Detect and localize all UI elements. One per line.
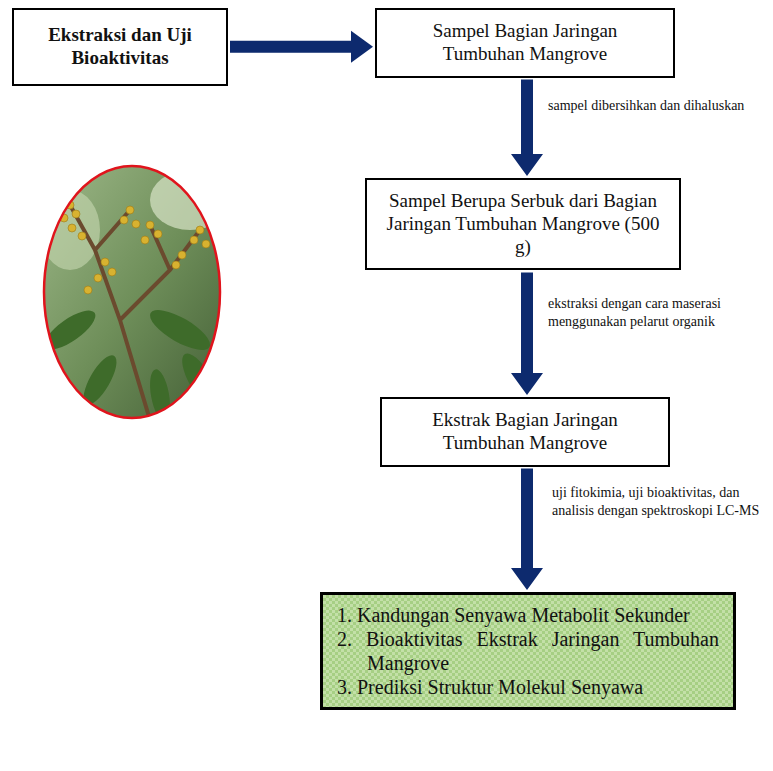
start-box: Ekstraksi dan Uji Bioaktivitas <box>12 8 228 86</box>
edge-label: sampel dibersihkan dan dihaluskan <box>548 97 768 115</box>
process-box: Sampel Berupa Serbuk dari Bagian Jaringa… <box>365 178 681 270</box>
process-box: Ekstrak Bagian Jaringan Tumbuhan Mangrov… <box>380 397 670 467</box>
edge-label: ekstraksi dengan cara maserasi menggunak… <box>548 295 763 331</box>
photo-frame <box>44 166 220 418</box>
box-text: Sampel Bagian Jaringan Tumbuhan Mangrove <box>391 20 659 66</box>
flow-arrow <box>511 469 543 590</box>
result-item: 1. Kandungan Senyawa Metabolit Sekunder <box>337 603 719 627</box>
photo-content <box>39 160 230 430</box>
box-text: Ekstraksi dan Uji Bioaktivitas <box>24 24 216 70</box>
result-item: 2. Bioaktivitas Ekstrak Jaringan Tumbuha… <box>337 627 719 675</box>
flow-arrow <box>511 80 543 176</box>
result-box: 1. Kandungan Senyawa Metabolit Sekunder2… <box>320 592 736 710</box>
box-text: Sampel Berupa Serbuk dari Bagian Jaringa… <box>381 190 665 258</box>
flow-arrow <box>511 272 543 395</box>
flow-arrow <box>230 31 373 63</box>
box-text: Ekstrak Bagian Jaringan Tumbuhan Mangrov… <box>396 409 654 455</box>
edge-label: uji fitokimia, uji bioaktivitas, dan ana… <box>552 484 767 520</box>
result-item: 3. Prediksi Struktur Molekul Senyawa <box>337 675 719 699</box>
process-box: Sampel Bagian Jaringan Tumbuhan Mangrove <box>375 8 675 78</box>
